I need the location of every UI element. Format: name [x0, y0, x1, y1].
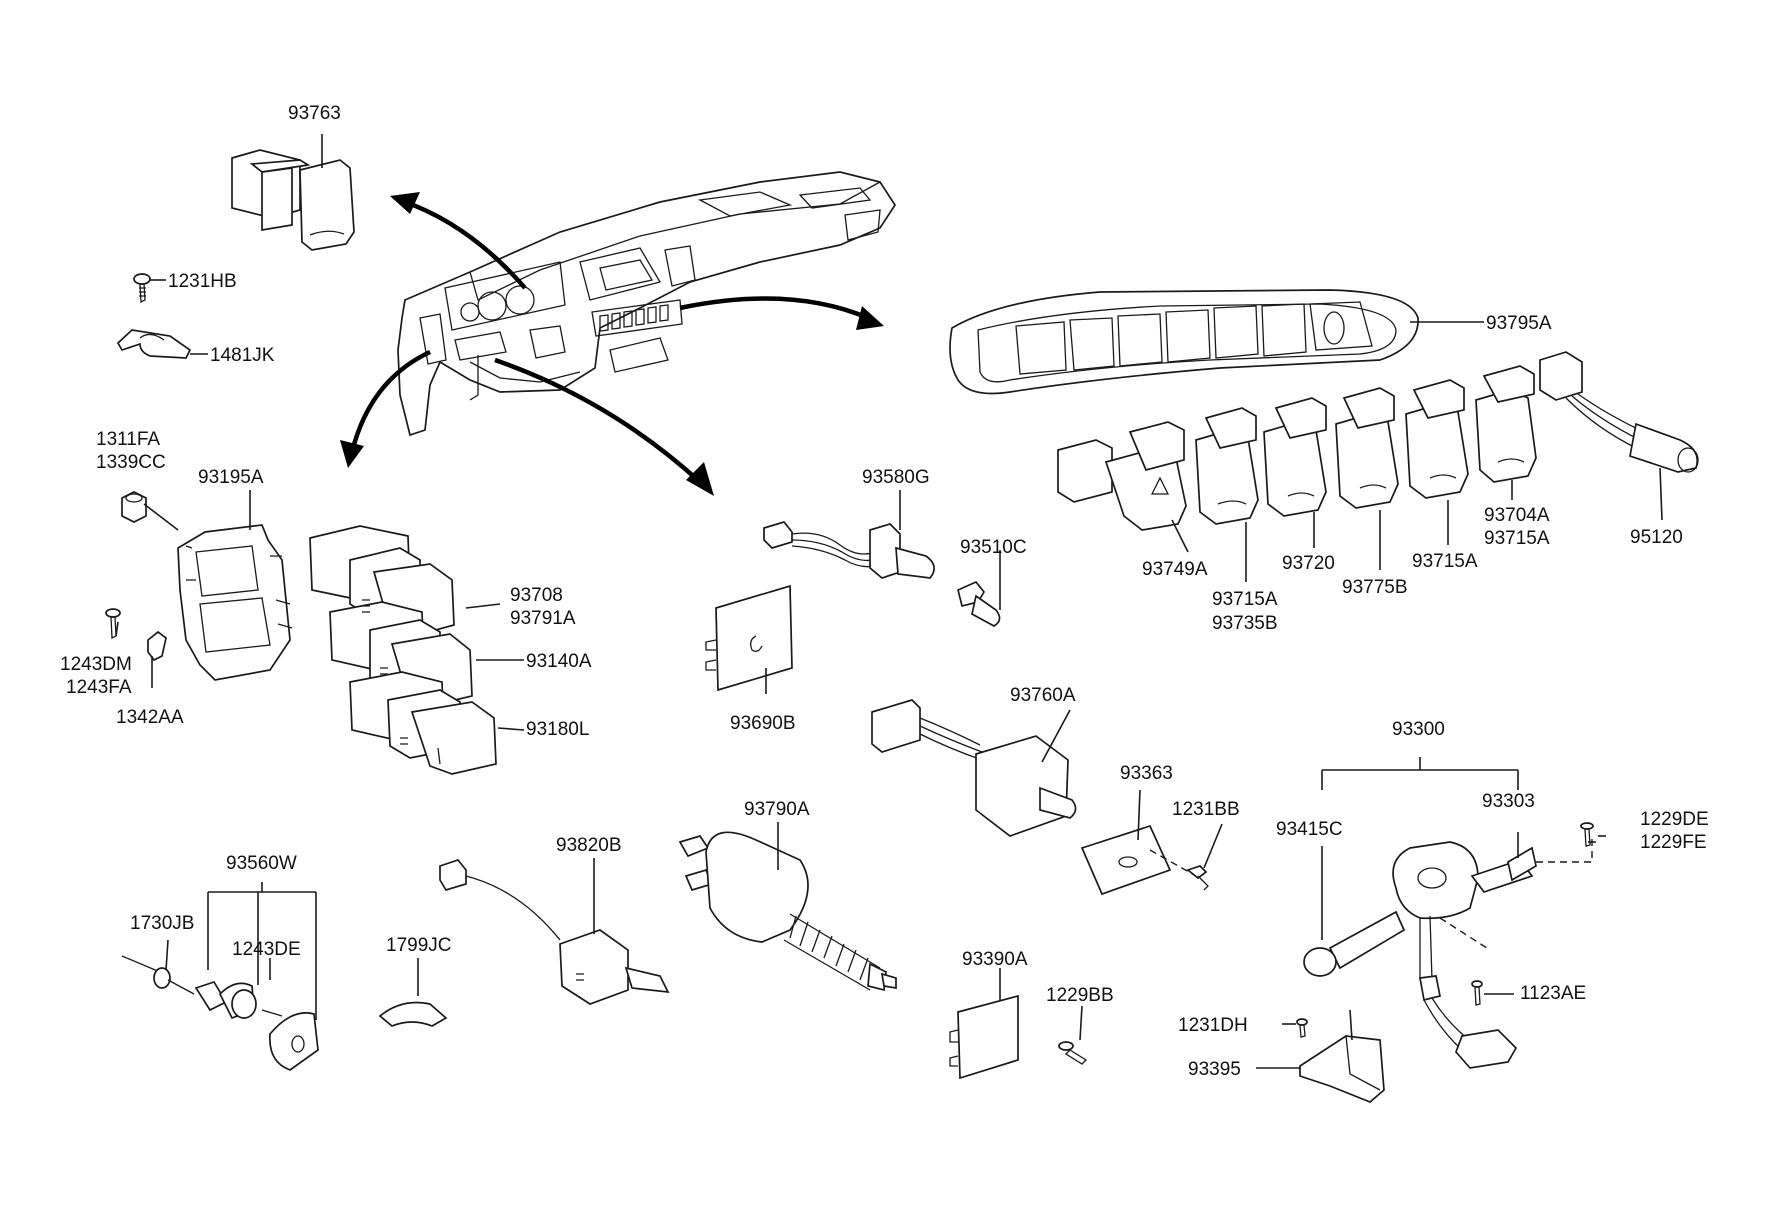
part-label-93395: 93395 — [1188, 1059, 1241, 1080]
screw-1231DH — [1296, 1018, 1308, 1038]
switch-93760A — [871, 699, 1077, 837]
clip-1342AA — [147, 630, 167, 662]
bezel-93795A — [949, 289, 1419, 395]
bulb-93510C — [957, 580, 1001, 627]
plate-93690B — [705, 584, 793, 692]
switch-93560W — [121, 882, 319, 1071]
screw-1123AE — [1471, 980, 1483, 1006]
switch-stack-left — [309, 525, 497, 775]
switch-93763 — [231, 149, 355, 251]
part-label-1123AE: 1123AE — [1520, 983, 1587, 1004]
switch-93820B — [439, 859, 670, 1005]
part-label-93390A: 93390A — [962, 949, 1028, 970]
part-label-93795A: 93795A — [1486, 313, 1552, 334]
part-label-93715A-3: 93715A — [1484, 528, 1550, 549]
part-label-93180L: 93180L — [526, 719, 590, 740]
part-label-1339CC: 1339CC — [96, 452, 166, 473]
part-label-93720: 93720 — [1282, 553, 1335, 574]
switch-row-right — [1057, 365, 1537, 531]
screw-1231HB — [133, 273, 151, 304]
part-label-93775B: 93775B — [1342, 577, 1408, 598]
part-label-93510C: 93510C — [960, 537, 1027, 558]
part-label-1229FE: 1229FE — [1640, 832, 1707, 853]
nut-1311FA — [121, 491, 147, 523]
part-label-95120: 95120 — [1630, 527, 1683, 548]
screw-1229BB — [1058, 1041, 1088, 1065]
bracket-93195A — [177, 524, 293, 681]
part-label-93580G: 93580G — [862, 467, 930, 488]
part-label-93195A: 93195A — [198, 467, 264, 488]
part-label-93715A-1: 93715A — [1212, 589, 1278, 610]
part-label-1342AA: 1342AA — [116, 707, 184, 728]
part-label-93560W: 93560W — [226, 853, 297, 874]
switch-95120 — [1539, 351, 1699, 473]
switch-93790A — [678, 831, 897, 992]
part-label-93303: 93303 — [1482, 791, 1535, 812]
part-label-1481JK: 1481JK — [210, 345, 275, 366]
part-label-1243FA: 1243FA — [66, 677, 132, 698]
part-label-93690B: 93690B — [730, 713, 796, 734]
part-label-1231HB: 1231HB — [168, 271, 237, 292]
part-label-93760A: 93760A — [1010, 685, 1076, 706]
part-label-93790A: 93790A — [744, 799, 810, 820]
plate-93363 — [1080, 824, 1197, 896]
part-label-1799JC: 1799JC — [386, 935, 452, 956]
part-label-93363: 93363 — [1120, 763, 1173, 784]
part-label-93715A-2: 93715A — [1412, 551, 1478, 572]
plate-93390A — [949, 994, 1019, 1080]
part-label-93820B: 93820B — [556, 835, 622, 856]
clip-1481JK — [116, 329, 192, 359]
part-label-93704A: 93704A — [1484, 505, 1550, 526]
part-label-93140A: 93140A — [526, 651, 592, 672]
clip-1799JC — [378, 1001, 448, 1027]
part-label-1229BB: 1229BB — [1046, 985, 1114, 1006]
part-label-93300: 93300 — [1392, 719, 1445, 740]
combination-switch-93300 — [1303, 757, 1596, 1069]
part-label-93763: 93763 — [288, 103, 341, 124]
part-label-93791A: 93791A — [510, 608, 576, 629]
location-arrows — [340, 192, 884, 496]
part-label-93749A: 93749A — [1142, 559, 1208, 580]
part-label-93415C: 93415C — [1276, 819, 1343, 840]
part-label-1229DE: 1229DE — [1640, 809, 1709, 830]
switch-93580G — [763, 521, 935, 579]
part-label-93735B: 93735B — [1212, 613, 1278, 634]
part-label-1243DE: 1243DE — [232, 939, 301, 960]
part-label-1231DH: 1231DH — [1178, 1015, 1248, 1036]
screw-1229DE — [1580, 822, 1594, 847]
part-label-1730JB: 1730JB — [130, 913, 195, 934]
screw-1231BB — [1186, 865, 1209, 891]
part-label-93708: 93708 — [510, 585, 563, 606]
part-label-1311FA: 1311FA — [96, 429, 161, 450]
bracket-93395 — [1299, 1009, 1385, 1103]
part-label-1243DM: 1243DM — [60, 654, 132, 675]
leader-lines — [115, 134, 1663, 1069]
part-label-1231BB: 1231BB — [1172, 799, 1240, 820]
